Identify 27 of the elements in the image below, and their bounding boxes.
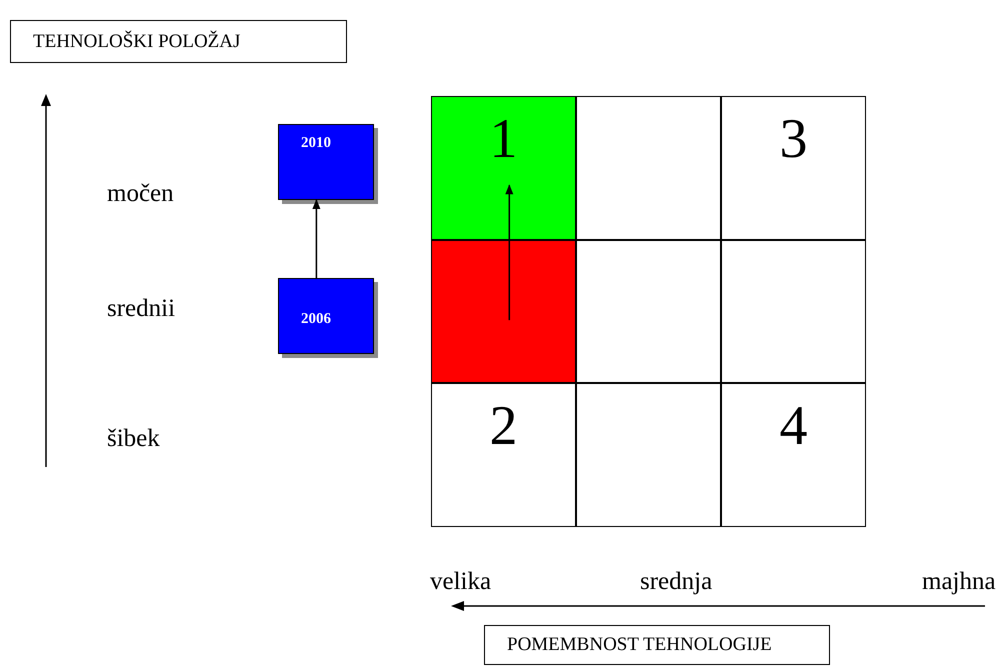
matrix-cell xyxy=(431,383,576,527)
matrix-cell xyxy=(721,383,866,527)
box-label: TEHNOLOŠKI POLOŽAJ xyxy=(33,30,240,52)
axis-label: majhna xyxy=(922,568,996,596)
axis-label: srednja xyxy=(640,568,712,596)
title-box xyxy=(10,20,347,63)
box-label: 2010 xyxy=(301,135,331,151)
matrix-cell xyxy=(721,96,866,240)
matrix-cell xyxy=(576,240,721,383)
quadrant-number: 4 xyxy=(780,398,808,454)
matrix-cell xyxy=(576,96,721,240)
arrow xyxy=(312,199,320,278)
matrix-cell xyxy=(576,383,721,527)
axis-label: močen xyxy=(107,180,174,208)
colored-cell xyxy=(431,240,576,383)
axis-label: velika xyxy=(430,568,492,596)
title-box xyxy=(484,625,830,665)
quadrant-number: 3 xyxy=(780,111,808,167)
matrix-cell xyxy=(721,240,866,383)
axis-label: šibek xyxy=(107,425,160,453)
axis-label: srednii xyxy=(107,295,176,323)
colored-cell xyxy=(431,96,576,240)
arrow xyxy=(505,184,514,320)
box-label: POMEMBNOST TEHNOLOGIJE xyxy=(507,634,772,656)
box-label: 2006 xyxy=(301,311,331,327)
quadrant-number: 2 xyxy=(490,398,518,454)
quadrant-number: 1 xyxy=(490,111,518,167)
